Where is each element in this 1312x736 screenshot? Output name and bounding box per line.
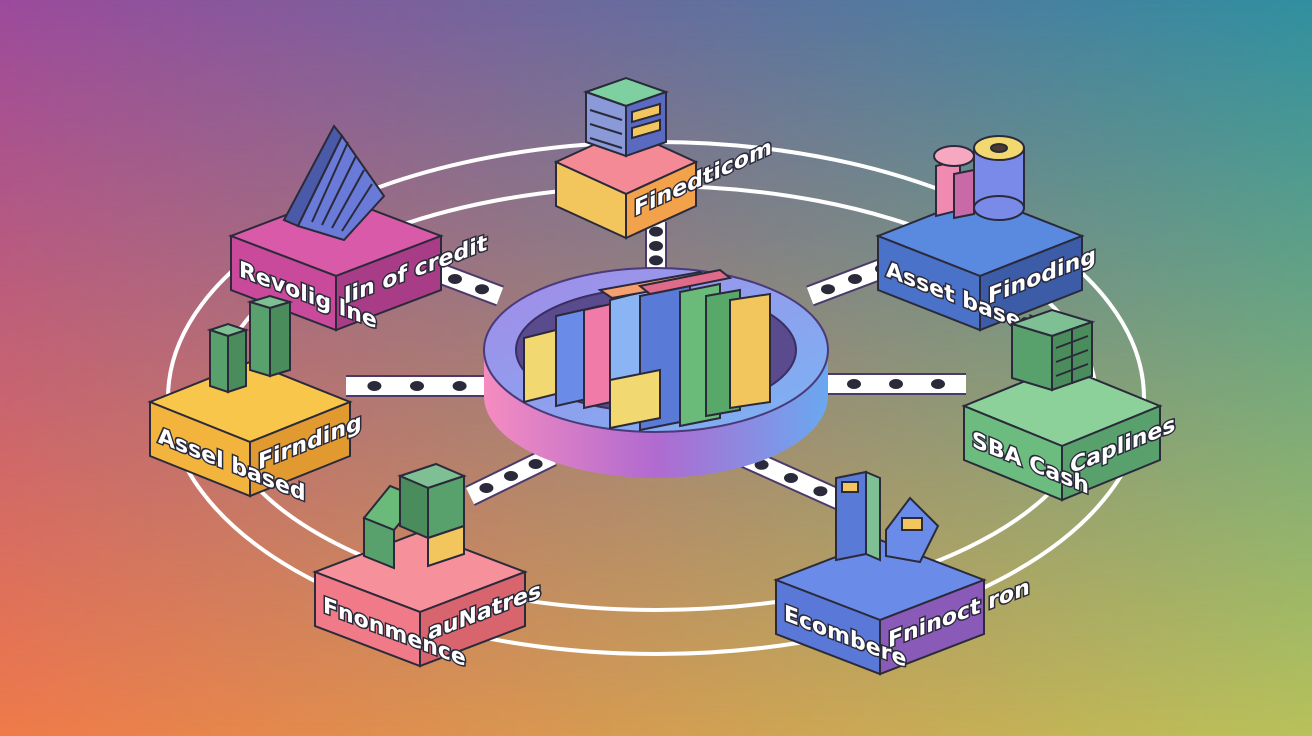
node-right-face	[879, 578, 985, 676]
connector-right	[826, 373, 966, 395]
node-right-face	[979, 234, 1083, 332]
node-right-face	[1061, 404, 1161, 502]
cube-stack-icon	[362, 462, 467, 570]
cylinder-icon	[933, 135, 1025, 221]
connector-left	[346, 375, 488, 397]
node-right-face	[419, 570, 526, 668]
house-icon	[282, 124, 386, 242]
node-right-face	[335, 234, 442, 332]
register-icon	[835, 470, 940, 564]
node-right-face	[249, 400, 351, 498]
hub-bookshelf-icon	[523, 268, 771, 432]
blocks-icon	[206, 294, 294, 394]
node-right-face	[625, 160, 697, 240]
connector-lower-left	[465, 446, 557, 506]
connector-top	[645, 222, 667, 270]
connector-lower-right	[737, 445, 845, 511]
central-hub	[483, 267, 829, 478]
grid-blocks-icon	[1008, 308, 1096, 392]
server-icon	[582, 76, 670, 158]
